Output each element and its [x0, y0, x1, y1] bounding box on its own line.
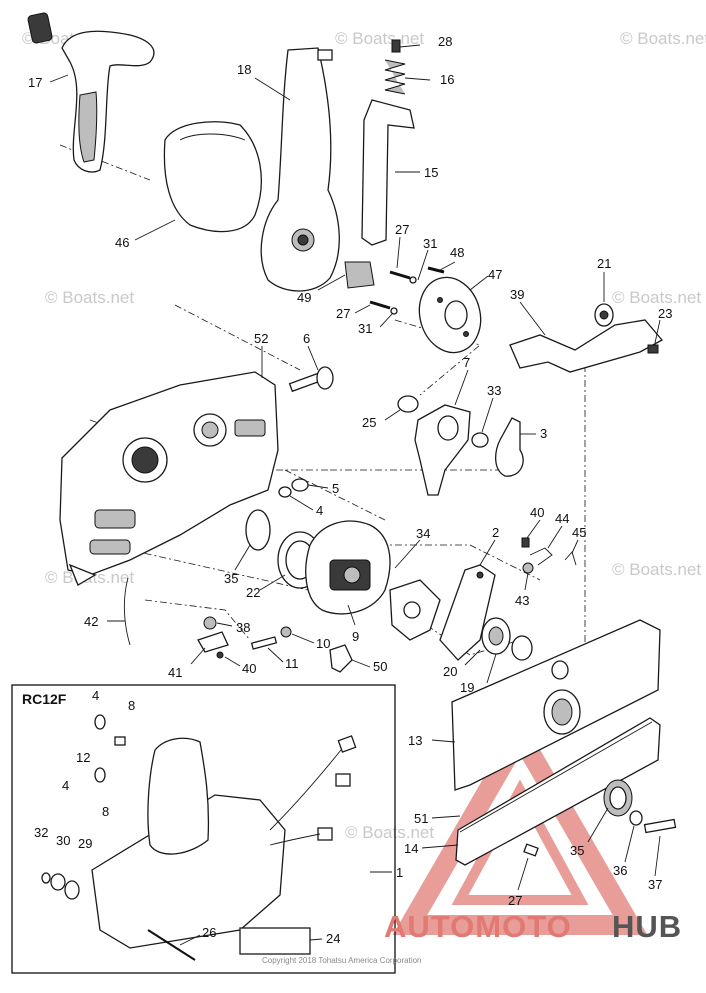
- watermarks: © Boats.net © Boats.net © Boats.net © Bo…: [22, 29, 706, 842]
- callout: 45: [572, 525, 586, 540]
- callout: 20: [443, 664, 457, 679]
- svg-text:© Boats.net: © Boats.net: [335, 29, 424, 48]
- parts-35-36-37: [523, 779, 677, 857]
- brand-part1: AUTOMOTO: [384, 909, 572, 944]
- callout: 24: [326, 931, 340, 946]
- callout: 35: [224, 571, 238, 586]
- plate-part-14: [455, 717, 661, 866]
- callout: 4: [316, 503, 323, 518]
- callout: 38: [236, 620, 250, 635]
- spring-rod-parts-28-16-15: [361, 39, 415, 246]
- callout: 47: [488, 267, 502, 282]
- disc-part-47: [418, 276, 482, 354]
- inset-callout: 4: [92, 688, 99, 703]
- brand-part2: HUB: [612, 909, 682, 944]
- callout: 7: [463, 355, 470, 370]
- callout: 46: [115, 235, 129, 250]
- inset-callout: 8: [102, 804, 109, 819]
- callout: 35: [570, 843, 584, 858]
- washers-5-4: [278, 478, 309, 498]
- callout: 27: [508, 893, 522, 908]
- callout: 48: [450, 245, 464, 260]
- inset-callout: 4: [62, 778, 69, 793]
- callout: 19: [460, 680, 474, 695]
- inset-title: RC12F: [22, 691, 67, 707]
- shaft-part-6: [288, 366, 334, 393]
- inset-callout: 29: [78, 836, 92, 851]
- callout: 28: [438, 34, 452, 49]
- callout-labels: 17 18 28 16 15 46 27 31 48 49 47 27 31 2…: [28, 34, 672, 946]
- callout: 17: [28, 75, 42, 90]
- plate-part-7: [397, 395, 524, 496]
- callout: 31: [358, 321, 372, 336]
- inset-callout: 12: [76, 750, 90, 765]
- callout: 49: [297, 290, 311, 305]
- brand-wordmark: AUTOMOTO HUB: [384, 909, 682, 944]
- linkage-part-34: [389, 564, 496, 661]
- callout: 14: [404, 841, 418, 856]
- inset-callout: 30: [56, 833, 70, 848]
- svg-text:© Boats.net: © Boats.net: [612, 288, 701, 307]
- parts-20-19: [481, 617, 533, 661]
- callout: 1: [396, 865, 403, 880]
- callout: 11: [285, 656, 299, 671]
- callout: 41: [168, 665, 182, 680]
- callout: 25: [362, 415, 376, 430]
- callout: 40: [530, 505, 544, 520]
- leader-lines: [49, 44, 661, 946]
- inset-callout: 8: [128, 698, 135, 713]
- callout: 31: [423, 236, 437, 251]
- inset-rc12f: RC12F: [11, 684, 396, 974]
- callout: 9: [352, 629, 359, 644]
- callout: 21: [597, 256, 611, 271]
- callout: 23: [658, 306, 672, 321]
- callout: 33: [487, 383, 501, 398]
- callout: 27: [395, 222, 409, 237]
- cover-part-46: [163, 121, 262, 233]
- plate-part-13: [451, 619, 661, 791]
- callout: 22: [246, 585, 260, 600]
- svg-text:© Boats.net: © Boats.net: [620, 29, 706, 48]
- callout: 18: [237, 62, 251, 77]
- svg-text:© Boats.net: © Boats.net: [45, 288, 134, 307]
- block-part-49: [344, 261, 375, 289]
- inset-callout: 32: [34, 825, 48, 840]
- callout: 26: [202, 925, 216, 940]
- callout: 6: [303, 331, 310, 346]
- callout: 39: [510, 287, 524, 302]
- copyright-text: Copyright 2018 Tohatsu America Corporati…: [262, 956, 422, 965]
- callout: 52: [254, 331, 268, 346]
- svg-text:© Boats.net: © Boats.net: [345, 823, 434, 842]
- callout: 10: [316, 636, 330, 651]
- callout: 37: [648, 877, 662, 892]
- callout: 44: [555, 511, 569, 526]
- small-parts-40-44-45-43: [521, 537, 577, 574]
- lever-arm-part-18: [260, 47, 340, 292]
- grip-part-17: [27, 12, 155, 173]
- callout: 51: [414, 811, 428, 826]
- screws-27-31-48: [369, 266, 445, 315]
- callout: 5: [332, 481, 339, 496]
- callout: 34: [416, 526, 430, 541]
- callout: 16: [440, 72, 454, 87]
- callout: 15: [424, 165, 438, 180]
- callout: 42: [84, 614, 98, 629]
- callout: 13: [408, 733, 422, 748]
- callout: 36: [613, 863, 627, 878]
- gear-housing-part-9: [305, 520, 391, 615]
- callout: 43: [515, 593, 529, 608]
- housing-part-52: [59, 371, 279, 586]
- callout: 3: [540, 426, 547, 441]
- svg-text:© Boats.net: © Boats.net: [612, 560, 701, 579]
- callout: 27: [336, 306, 350, 321]
- bracket-part-39: [509, 303, 664, 373]
- callout: 50: [373, 659, 387, 674]
- callout: 40: [242, 661, 256, 676]
- callout: 2: [492, 525, 499, 540]
- fastener-parts: [123, 577, 353, 673]
